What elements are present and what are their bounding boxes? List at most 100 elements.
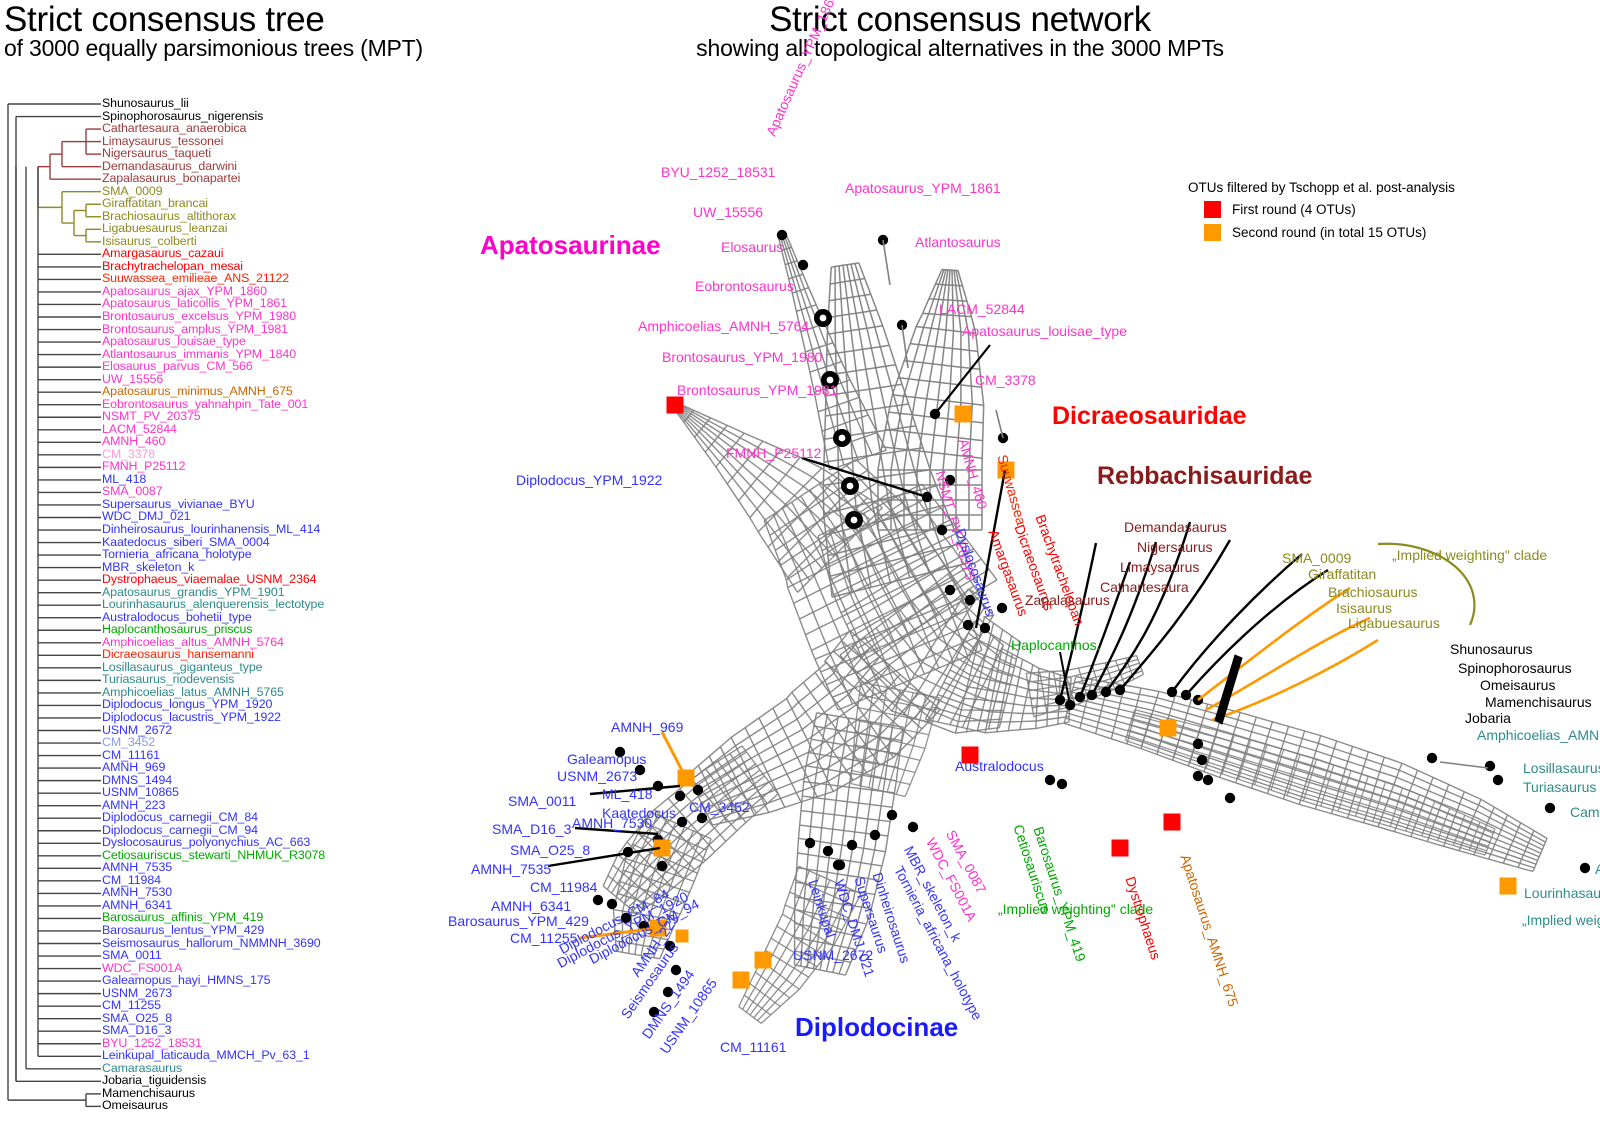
tree-tip-label: Diplodocus_carnegii_CM_94 <box>102 822 258 837</box>
tree-tip-label: Dicraeosaurus_hansemanni <box>102 647 254 662</box>
network-taxon-node <box>1196 754 1208 766</box>
otu-marker-second-round <box>754 951 772 969</box>
network-taxon-label: Mamenchisaurus <box>1485 694 1592 710</box>
network-taxon-label: Limaysaurus <box>1120 559 1200 575</box>
network-taxon-label: Haplocanthos. <box>1011 637 1101 653</box>
network-taxon-label: Brontosaurus_YPM_1980 <box>662 349 823 365</box>
tree-tip-label: Amphicoelias_altus_AMNH_5764 <box>102 634 284 649</box>
network-taxon-label: CM_11255 <box>510 930 578 946</box>
tree-tip-label: Turiasaurus_riodevensis <box>102 672 235 687</box>
network-taxon-label: BYU_1252_18531 <box>661 164 776 180</box>
tree-tip-label: ML_418 <box>102 471 147 486</box>
tree-tip-label: Cathartesaura_anaerobica <box>102 121 247 136</box>
network-taxon-label: „Implied weighting" clade <box>1392 547 1548 563</box>
network-taxon-node <box>634 764 646 776</box>
network-taxon-node <box>1192 738 1204 750</box>
tree-tip-label: Brachytrachelopan_mesai <box>102 258 243 273</box>
tree-tip-label: Amargasaurus_cazaui <box>102 246 224 261</box>
tree-tip-label: USNM_2673 <box>102 985 173 1000</box>
network-title: Strict consensus network <box>769 0 1151 39</box>
tree-tip-label: AMNH_7535 <box>102 860 173 875</box>
network-taxon-node <box>1426 752 1438 764</box>
network-taxon-node <box>620 912 632 924</box>
clade-label: Diplodocinae <box>795 1012 959 1042</box>
network-taxon-node <box>1544 802 1556 814</box>
tree-tip-label: Brontosaurus_excelsus_YPM_1980 <box>102 309 296 323</box>
network-taxon-label: CM_3378 <box>975 372 1036 388</box>
network-taxon-node <box>996 602 1008 614</box>
tree-tip-label: Australodocus_bohetii_type <box>102 609 252 624</box>
network-taxon-label: Barosaurus_YPM_429 <box>448 913 589 929</box>
network-taxon-node <box>674 790 686 802</box>
otu-marker-first-round <box>1163 813 1181 831</box>
network-taxon-node <box>648 1006 660 1018</box>
network-splitsgraph <box>547 229 1591 1024</box>
tree-tip-label: Apatosaurus_minimus_AMNH_675 <box>102 384 293 399</box>
network-taxon-label: Amphicoelias_AMNH_5764 <box>638 318 810 334</box>
network-taxon-node <box>1484 760 1496 772</box>
network-taxon-label: FMNH_P25112 <box>726 445 822 461</box>
otu-marker-second-round <box>1159 719 1177 737</box>
network-taxon-node <box>944 584 956 596</box>
network-taxon-label: AMNH_7530 <box>572 815 653 831</box>
network-taxon-label: Ligabuesaurus <box>1348 615 1440 631</box>
tree-tip-label: Leinkupal_laticauda_MMCH_Pv_63_1 <box>102 1048 310 1063</box>
network-taxon-label: CM_3452 <box>689 799 750 815</box>
tree-tip-label: CM_11255 <box>102 998 161 1013</box>
network-taxon-node <box>979 622 991 634</box>
network-taxon-node <box>606 898 618 910</box>
network-taxon-node <box>896 319 908 331</box>
network-taxon-label: Cathartesaura <box>1100 579 1189 595</box>
tree-tip-label: Seismosaurus_hallorum_NMMNH_3690 <box>102 935 321 950</box>
legend-title: OTUs filtered by Tschopp et al. post-ana… <box>1188 180 1455 195</box>
network-taxon-node <box>662 986 674 998</box>
network-taxon-label: AMNH_6341 <box>491 898 572 914</box>
tree-tip-label: Apatosaurus_grandis_YPM_1901 <box>102 584 285 599</box>
network-taxon-label: SMA_D16_3 <box>492 821 572 837</box>
network-taxon-label: Amphicoelias_AMNH_5765 <box>1477 727 1600 743</box>
tree-tip-label: Cetiosauriscus_stewarti_NHMUK_R3078 <box>102 847 326 862</box>
network-taxon-label: Apatosaurus_YPM_1861 <box>845 180 1001 196</box>
tree-tip-label: Kaatedocus_siberi_SMA_0004 <box>102 534 270 549</box>
network-taxon-node <box>614 746 626 758</box>
network-taxon-node <box>692 784 704 796</box>
network-taxon-node <box>1492 774 1504 786</box>
tree-tip-label: CM_3378 <box>102 446 156 461</box>
tree-tip-label: Diplodocus_carnegii_CM_84 <box>102 810 258 825</box>
network-taxon-node <box>936 524 948 536</box>
network-taxon-label: Jobaria <box>1465 710 1511 726</box>
network-taxon-label: Brontosaurus_YPM_1981 <box>677 382 838 398</box>
network-taxon-label: Elosaurus <box>721 239 784 255</box>
network-taxon-node <box>1192 770 1204 782</box>
tree-tip-label: Apatosaurus_ajax_YPM_1860 <box>102 283 267 298</box>
network-taxon-label: CM_11984 <box>530 879 598 895</box>
otu-marker-second-round <box>732 971 750 989</box>
tree-tip-label: Elosaurus_parvus_CM_566 <box>102 359 253 374</box>
tree-tip-label: MBR_skeleton_k <box>102 559 195 574</box>
otu-marker-second-round <box>954 405 972 423</box>
network-taxon-node <box>804 837 816 849</box>
tree-tip-label: UW_15556 <box>102 371 164 386</box>
network-taxon-label: Kaatedocus <box>602 805 676 821</box>
network-taxon-label: AMNH_969 <box>611 719 684 735</box>
tree-tip-label: Dyslocosaurus_polyonychius_AC_663 <box>102 835 311 850</box>
network-taxon-node <box>962 619 974 631</box>
legend-swatch-red <box>1204 201 1221 218</box>
network-taxon-node <box>1044 774 1056 786</box>
tree-tip-label: LACM_52844 <box>102 421 177 436</box>
network-taxon-label: Camarasaurus <box>1570 804 1600 820</box>
tree-tip-label: Lourinhasaurus_alenquerensis_lectotype <box>102 597 325 612</box>
network-taxon-node <box>656 860 668 872</box>
network-taxon-node <box>846 839 858 851</box>
tree-tip-label: Jobaria_tiguidensis <box>102 1073 207 1088</box>
otu-marker-first-round <box>961 746 979 764</box>
clade-label: Dicraeosauridae <box>1052 402 1247 430</box>
network-taxon-label: Isisaurus <box>1336 600 1393 616</box>
network-taxon-label: „Implied weighting" clade <box>998 901 1154 917</box>
network-taxon-node <box>1579 862 1591 874</box>
tree-tip-label: Ligabuesaurus_leanzai <box>102 221 228 236</box>
network-taxon-label: Demandasaurus <box>1124 519 1227 535</box>
